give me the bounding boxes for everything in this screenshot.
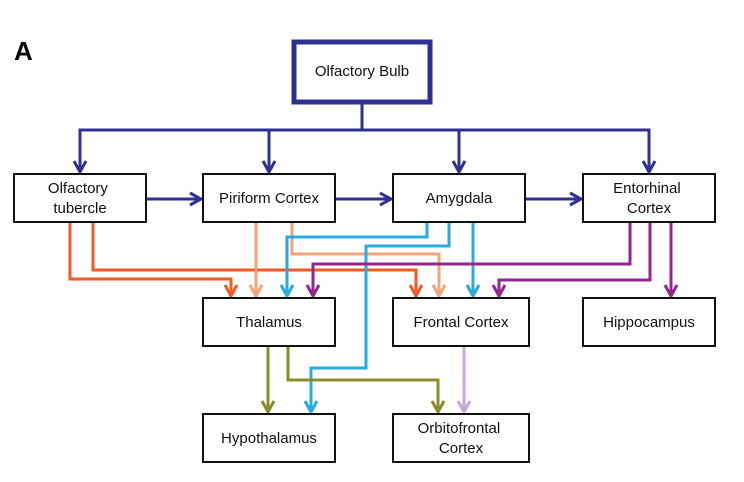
node-thalamus: Thalamus — [202, 297, 336, 347]
arrowhead — [569, 191, 585, 207]
connection-line — [285, 222, 429, 296]
connection-entorhinal-cortex-to-hippocampus — [663, 222, 679, 300]
node-piriform-cortex: Piriform Cortex — [202, 173, 336, 223]
connection-olfactory-bulb-to-olfactory-tubercle — [72, 102, 364, 176]
node-thalamus-label: Thalamus — [236, 314, 302, 331]
node-hypothalamus: Hypothalamus — [202, 413, 336, 463]
connection-entorhinal-cortex-to-frontal-cortex — [491, 222, 652, 300]
connections — [68, 102, 679, 416]
node-hippocampus-label: Hippocampus — [603, 314, 695, 331]
node-frontal-cortex-label: Frontal Cortex — [413, 314, 509, 331]
connection-line — [497, 222, 652, 296]
node-hippocampus: Hippocampus — [582, 297, 716, 347]
connection-line — [309, 222, 451, 412]
node-olfactory-tubercle: Olfactory tubercle — [13, 173, 147, 223]
arrowhead — [430, 400, 446, 416]
connection-amygdala-to-entorhinal-cortex — [525, 191, 585, 207]
node-hypothalamus-label: Hypothalamus — [221, 430, 317, 447]
node-frontal-cortex: Frontal Cortex — [392, 297, 530, 347]
arrowhead — [279, 284, 295, 300]
connection-line — [286, 346, 440, 412]
arrowhead — [72, 160, 88, 176]
arrowhead — [261, 160, 277, 176]
node-amygdala: Amygdala — [392, 173, 526, 223]
arrowhead — [248, 284, 264, 300]
connection-piriform-cortex-to-frontal-cortex — [290, 222, 447, 300]
connection-amygdala-to-hypothalamus — [303, 222, 451, 416]
connection-thalamus-to-hypothalamus — [260, 346, 276, 416]
connection-olfactory-bulb-to-entorhinal-cortex — [362, 128, 657, 176]
arrowhead — [189, 191, 205, 207]
arrowhead — [465, 284, 481, 300]
node-olfactory-bulb-label: Olfactory Bulb — [315, 63, 409, 80]
arrowhead — [223, 284, 239, 300]
arrowhead — [451, 160, 467, 176]
node-entorhinal-cortex-label: Entorhinal Cortex — [613, 180, 685, 217]
connection-line — [68, 222, 233, 296]
node-amygdala-label: Amygdala — [426, 190, 493, 207]
node-olfactory-bulb: Olfactory Bulb — [291, 39, 433, 105]
connection-entorhinal-cortex-to-thalamus — [305, 222, 632, 300]
connection-line — [78, 102, 364, 172]
connection-olfactory-bulb-to-amygdala — [362, 128, 467, 176]
arrowhead — [379, 191, 395, 207]
arrowhead — [303, 400, 319, 416]
connection-piriform-cortex-to-thalamus — [248, 222, 264, 300]
connection-olfactory-tubercle-to-piriform-cortex — [146, 191, 205, 207]
connection-amygdala-to-frontal-cortex — [465, 222, 481, 300]
node-piriform-cortex-label: Piriform Cortex — [219, 190, 320, 207]
node-olfactory-tubercle-label: Olfactory tubercle — [48, 180, 112, 217]
node-orbitofrontal-cortex-label: Orbitofrontal Cortex — [418, 420, 505, 457]
arrowhead — [456, 400, 472, 416]
connection-line — [267, 128, 362, 172]
connection-frontal-cortex-to-orbitofrontal-cortex — [456, 346, 472, 416]
panel-label: A — [14, 36, 33, 66]
connection-piriform-cortex-to-amygdala — [335, 191, 395, 207]
arrowhead — [260, 400, 276, 416]
connection-thalamus-to-orbitofrontal-cortex — [286, 346, 446, 416]
arrowhead — [305, 284, 321, 300]
connection-line — [362, 128, 651, 172]
node-orbitofrontal-cortex: Orbitofrontal Cortex — [392, 413, 530, 463]
node-entorhinal-cortex: Entorhinal Cortex — [582, 173, 716, 223]
connection-olfactory-bulb-to-piriform-cortex — [261, 128, 362, 176]
arrowhead — [408, 284, 424, 300]
connection-line — [311, 222, 632, 296]
connection-line — [362, 128, 461, 172]
connection-amygdala-to-thalamus — [279, 222, 429, 300]
arrowhead — [431, 284, 447, 300]
connection-olfactory-tubercle-to-thalamus — [68, 222, 239, 300]
arrowhead — [641, 160, 657, 176]
arrowhead — [491, 284, 507, 300]
arrowhead — [663, 284, 679, 300]
